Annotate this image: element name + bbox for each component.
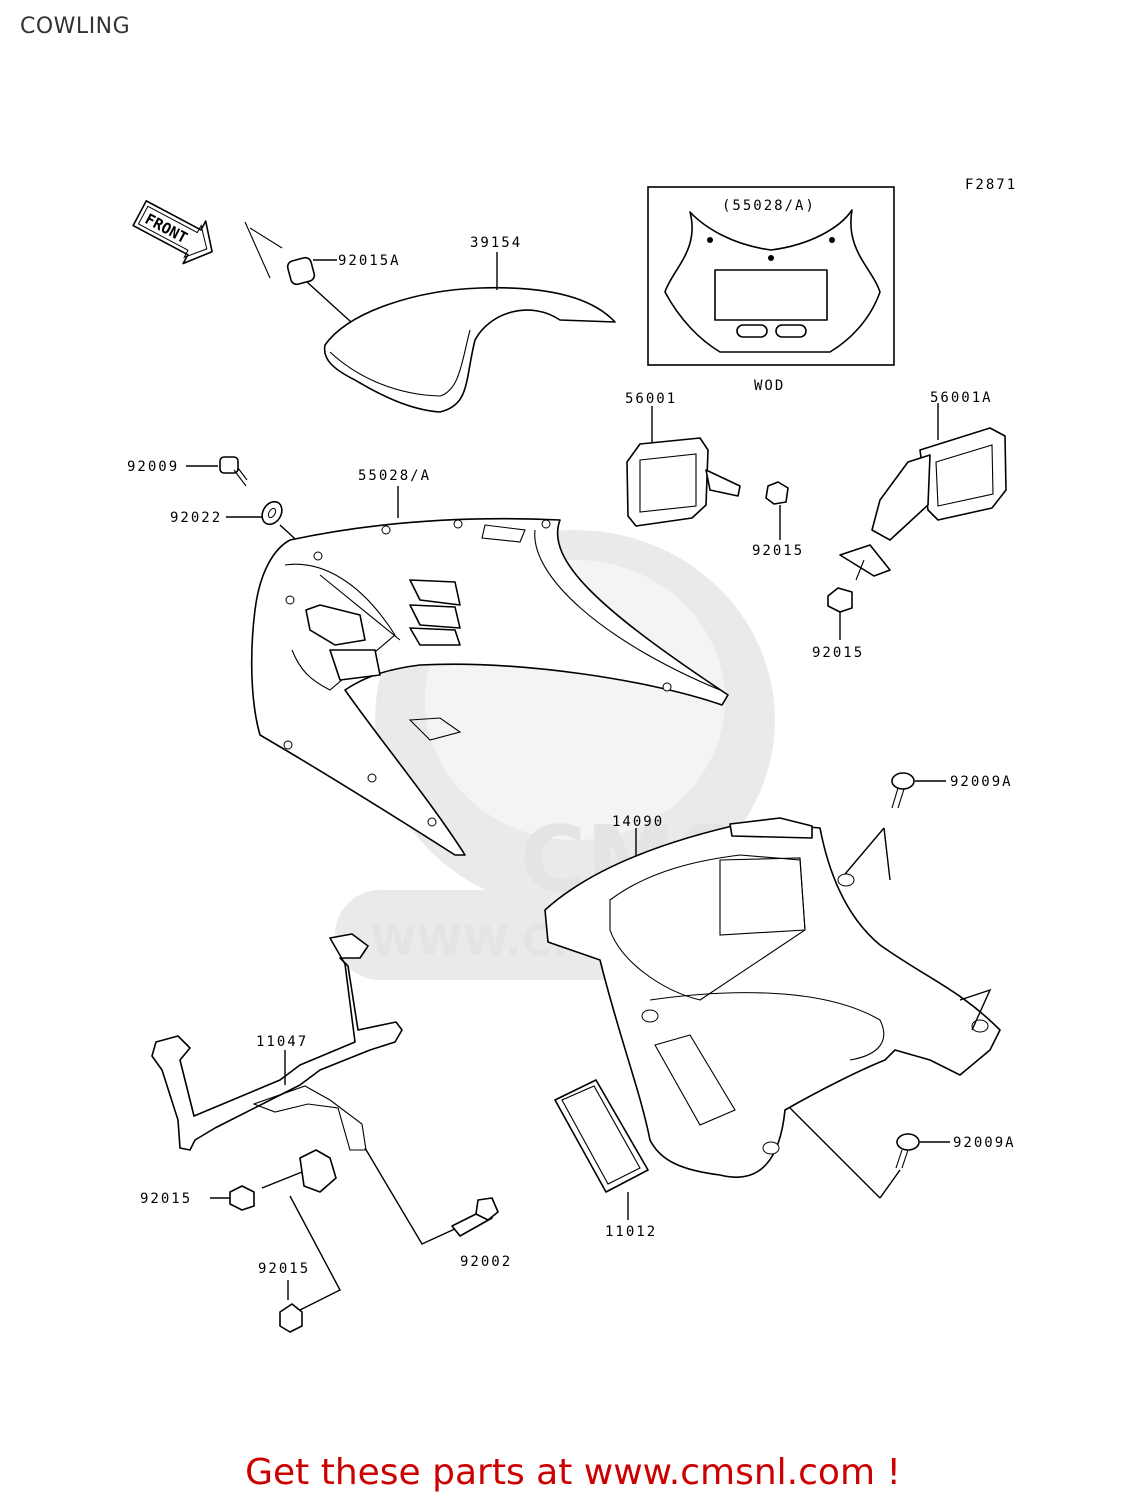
label-92015-stay-b: 92015	[258, 1261, 310, 1277]
mirror-56001	[626, 406, 789, 540]
label-39154: 39154	[470, 235, 522, 251]
screw-92009A-bottom	[789, 1107, 950, 1199]
parts-diagram: CMS WWW.CMSNL.COM F2871 FRONT 92015A 391…	[127, 177, 1017, 1333]
label-92015A: 92015A	[338, 253, 401, 269]
washer-92022	[226, 500, 283, 526]
footer-shop-link[interactable]: Get these parts at www.cmsnl.com !	[245, 1452, 901, 1493]
inset-upper-cowl-variant	[647, 186, 895, 366]
seal-11012	[554, 1079, 649, 1220]
label-56001A: 56001A	[930, 390, 993, 406]
label-92015-mirror-right: 92015	[812, 645, 864, 661]
label-92015-mirror-left: 92015	[752, 543, 804, 559]
label-14090: 14090	[612, 814, 664, 830]
label-11047: 11047	[256, 1034, 308, 1050]
label-92009A-bottom: 92009A	[953, 1135, 1016, 1151]
mirror-56001A	[827, 403, 1007, 640]
label-55028A: 55028/A	[358, 468, 431, 484]
label-56001: 56001	[625, 391, 677, 407]
label-92002: 92002	[460, 1254, 512, 1270]
inner-cover-14090	[544, 817, 1001, 1178]
page-title: COWLING	[20, 14, 131, 39]
inset-caption: WOD	[754, 378, 785, 394]
inset-label: (55028/A)	[722, 198, 816, 214]
windshield-39154	[244, 221, 616, 413]
figure-code: F2871	[965, 177, 1017, 193]
screw-92009A-top	[839, 772, 946, 881]
label-92022: 92022	[170, 510, 222, 526]
label-11012: 11012	[605, 1224, 657, 1240]
label-92009A-top: 92009A	[950, 774, 1013, 790]
stay-11047	[151, 933, 499, 1333]
label-92009: 92009	[127, 459, 179, 475]
front-arrow-icon: FRONT	[132, 200, 213, 265]
upper-cowling-55028A	[250, 486, 729, 856]
label-92015-stay-a: 92015	[140, 1191, 192, 1207]
bolt-92009	[186, 456, 248, 487]
